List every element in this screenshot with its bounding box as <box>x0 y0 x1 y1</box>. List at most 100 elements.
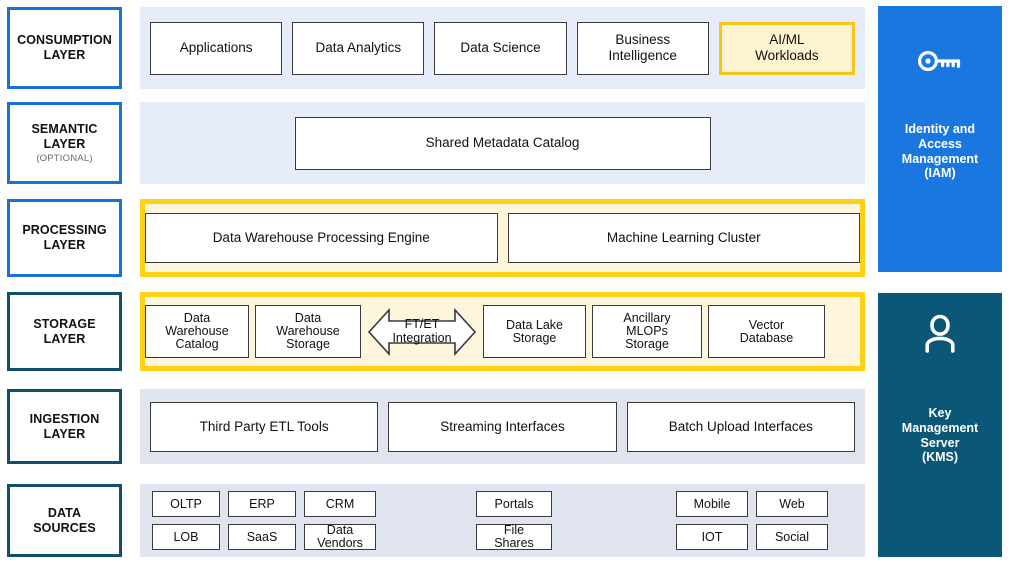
data-source-group-digital-channels: Mobile Web IOT Social <box>676 491 828 550</box>
node-oltp[interactable]: OLTP <box>152 491 220 517</box>
node-label: Data Analytics <box>315 40 402 56</box>
node-label: CRM <box>325 496 355 511</box>
layer-label-ingestion[interactable]: INGESTION LAYER <box>7 389 122 464</box>
node-label: Shared Metadata Catalog <box>425 135 580 151</box>
data-source-row: Mobile Web <box>676 491 828 517</box>
person-icon-glyph <box>925 314 955 353</box>
layer-label-line2: LAYER <box>43 136 86 151</box>
node-label: Third Party ETL Tools <box>199 418 329 434</box>
node-label: Applications <box>179 40 253 56</box>
node-label: Portals <box>494 496 534 511</box>
layer-label-line1: SEMANTIC <box>31 122 98 137</box>
layer-label-line2: LAYER <box>43 238 86 252</box>
node-mobile[interactable]: Mobile <box>676 491 748 517</box>
data-source-group-enterprise-systems: OLTP ERP CRM LOB SaaS <box>152 491 376 550</box>
node-label: ERP <box>249 496 275 511</box>
node-web[interactable]: Web <box>756 491 828 517</box>
node-label: LOB <box>173 529 199 544</box>
node-portals[interactable]: Portals <box>476 491 552 517</box>
key-icon <box>917 48 963 74</box>
node-iot[interactable]: IOT <box>676 524 748 550</box>
node-label: Data Science <box>460 40 541 56</box>
node-lob[interactable]: LOB <box>152 524 220 550</box>
layer-label-line1: CONSUMPTION <box>17 33 112 48</box>
node-label: Batch Upload Interfaces <box>668 418 813 434</box>
key-icon-glyph <box>918 51 961 71</box>
data-sources-layer-strip: OLTP ERP CRM LOB SaaS <box>140 484 865 557</box>
node-saas[interactable]: SaaS <box>228 524 296 550</box>
node-shared-metadata-catalog[interactable]: Shared Metadata Catalog <box>294 116 711 170</box>
layer-label-processing[interactable]: PROCESSING LAYER <box>7 199 122 277</box>
node-batch-upload-interfaces[interactable]: Batch Upload Interfaces <box>626 401 855 452</box>
node-streaming-interfaces[interactable]: Streaming Interfaces <box>388 401 617 452</box>
layer-label-line1: INGESTION <box>29 411 100 426</box>
data-source-row: IOT Social <box>676 524 828 550</box>
layer-label-line2: LAYER <box>43 331 86 346</box>
bidirectional-arrow-icon <box>367 307 477 356</box>
node-label: Web <box>779 496 805 511</box>
data-source-row: Portals <box>476 491 552 517</box>
layer-label-data-sources[interactable]: DATA SOURCES <box>7 484 122 557</box>
consumption-layer-strip: Applications Data Analytics Data Science… <box>140 7 865 89</box>
node-data-analytics[interactable]: Data Analytics <box>292 21 425 75</box>
ingestion-layer-strip: Third Party ETL Tools Streaming Interfac… <box>140 389 865 464</box>
node-label: OLTP <box>170 496 202 511</box>
layer-label-storage[interactable]: STORAGE LAYER <box>7 292 122 371</box>
data-source-row: OLTP ERP CRM <box>152 491 376 517</box>
layer-label-consumption[interactable]: CONSUMPTION LAYER <box>7 7 122 89</box>
semantic-layer-strip: Shared Metadata Catalog <box>140 102 865 184</box>
node-label: Machine Learning Cluster <box>606 230 761 246</box>
node-social[interactable]: Social <box>756 524 828 550</box>
node-erp[interactable]: ERP <box>228 491 296 517</box>
node-label: Data Warehouse Processing Engine <box>212 230 430 246</box>
processing-layer-strip: Data Warehouse Processing Engine Machine… <box>140 199 865 277</box>
layer-label-line2: LAYER <box>43 426 86 441</box>
layer-label-line1: PROCESSING <box>22 223 107 238</box>
node-data-science[interactable]: Data Science <box>434 21 567 75</box>
node-label: SaaS <box>246 529 278 544</box>
person-icon <box>923 312 957 354</box>
node-machine-learning-cluster[interactable]: Machine Learning Cluster <box>507 213 860 263</box>
layer-label-optional: (OPTIONAL) <box>36 152 93 164</box>
layer-label-line1: STORAGE <box>33 316 96 331</box>
layer-label-line1: DATA <box>47 505 82 520</box>
layer-label-line2: SOURCES <box>33 520 96 535</box>
node-applications[interactable]: Applications <box>150 21 283 75</box>
node-label: Social <box>774 529 810 544</box>
node-crm[interactable]: CRM <box>304 491 376 517</box>
node-label: Mobile <box>693 496 731 511</box>
node-data-warehouse-processing-engine[interactable]: Data Warehouse Processing Engine <box>145 213 498 263</box>
node-label: IOT <box>701 529 723 544</box>
node-third-party-etl-tools[interactable]: Third Party ETL Tools <box>150 401 379 452</box>
layer-label-line2: LAYER <box>43 48 86 62</box>
node-label: Streaming Interfaces <box>440 418 565 434</box>
layer-label-semantic[interactable]: SEMANTIC LAYER (OPTIONAL) <box>7 102 122 184</box>
